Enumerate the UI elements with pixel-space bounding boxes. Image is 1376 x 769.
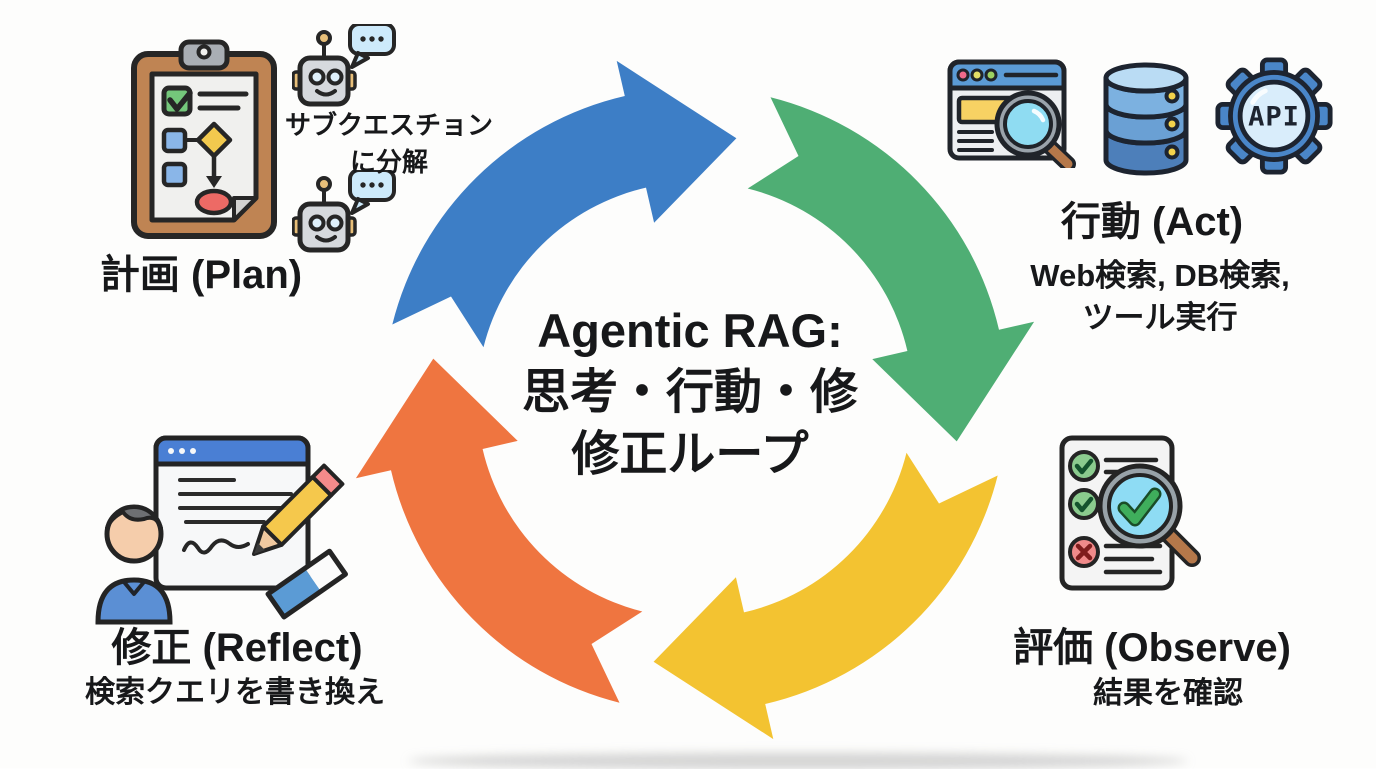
act-detail-line2: ツール実行	[1082, 300, 1238, 335]
rewrite-query-icon	[95, 435, 348, 625]
reflect-detail: 検索クエリを書き換え	[85, 676, 385, 709]
api-gear-label: API	[1248, 102, 1300, 133]
reflect-title: 修正 (Reflect)	[111, 626, 363, 670]
plan-title: 計画 (Plan)	[99, 253, 303, 297]
act-title: 行動 (Act)	[1060, 200, 1244, 244]
cycle-arrow-observe	[653, 452, 998, 740]
center-title-line1: Agentic RAG:	[537, 304, 843, 357]
bottom-edge-shadow	[408, 753, 1188, 769]
checkbox-checked-icon	[161, 85, 193, 117]
web-search-browser-icon	[947, 59, 1076, 168]
center-title-line2: 思考・行動・修	[521, 366, 859, 419]
center-title-line3: 修正ループ	[571, 428, 809, 481]
plan-annotation-line1: サブクエスチョン	[284, 110, 494, 140]
api-gear-icon: API	[1215, 57, 1333, 175]
eraser-icon	[265, 548, 348, 620]
observe-detail: 結果を確認	[1093, 677, 1243, 710]
check-circle-icon	[1068, 450, 1100, 482]
checklist-review-icon	[1059, 435, 1201, 591]
plan-annotation-line2: に分解	[349, 147, 429, 177]
check-circle-icon	[1068, 488, 1100, 520]
magnifier-check-icon	[1097, 463, 1201, 567]
robot-chat-icon	[292, 24, 396, 107]
magnifier-icon	[994, 90, 1076, 168]
database-icon	[1103, 62, 1189, 176]
pencil-icon	[252, 463, 345, 556]
act-detail-line1: Web検索, DB検索,	[1030, 258, 1290, 293]
robot-chat-icon	[292, 170, 396, 253]
signature-squiggle	[182, 538, 250, 555]
person-icon	[95, 504, 173, 625]
clipboard-plan-icon	[131, 39, 277, 239]
plan-annotation: サブクエスチョン に分解	[285, 107, 493, 181]
center-title: Agentic RAG: 思考・行動・修 修正ループ	[522, 300, 858, 486]
observe-title: 評価 (Observe)	[1013, 626, 1291, 670]
act-detail: Web検索, DB検索, ツール実行	[1030, 255, 1290, 339]
